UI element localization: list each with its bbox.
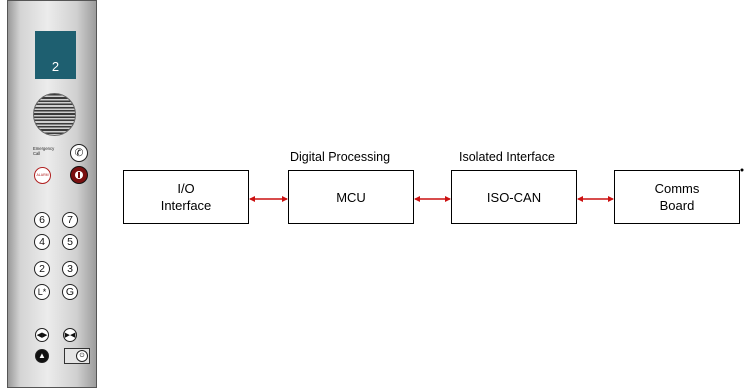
block-comms-board: Comms Board [614, 170, 740, 224]
door-close-icon: ▶◀ [64, 331, 76, 339]
floor-button-5[interactable]: 5 [62, 234, 78, 250]
emergency-call-label: Emergency Call [33, 146, 55, 156]
speaker-grille [33, 93, 76, 136]
floor-button-ground[interactable]: G [62, 284, 78, 300]
floor-button-4[interactable]: 4 [34, 234, 50, 250]
door-open-button[interactable]: ◀▶ [35, 328, 49, 342]
block-iso-can-label: ISO-CAN [486, 189, 542, 205]
emergency-call-button[interactable]: ✆ [70, 144, 88, 162]
block-mcu: MCU [288, 170, 414, 224]
floor-button-2[interactable]: 2 [34, 261, 50, 277]
alarm-button[interactable]: ALARM [34, 167, 51, 184]
floor-button-3[interactable]: 3 [62, 261, 78, 277]
block-io-interface: I/O Interface [123, 170, 249, 224]
floor-display: 2 [35, 31, 76, 79]
elevator-panel: 2 Emergency Call ✆ ALARM 6 7 4 5 2 3 L* … [7, 0, 97, 388]
floor-number: 2 [51, 59, 60, 74]
block-io-interface-label: I/O Interface [160, 181, 212, 213]
key-switch[interactable]: ⏻ [64, 348, 90, 364]
caption-iso-can: Isolated Interface [459, 150, 555, 164]
bell-button[interactable]: ▲ [35, 349, 49, 363]
bell-icon: ▲ [38, 351, 46, 360]
block-comms-board-label: Comms Board [654, 181, 700, 213]
door-open-icon: ◀▶ [36, 331, 48, 339]
phone-icon: ✆ [74, 146, 84, 159]
key-icon: ⏻ [76, 350, 88, 362]
stop-button[interactable] [70, 166, 88, 184]
floor-button-7[interactable]: 7 [62, 212, 78, 228]
block-mcu-label: MCU [336, 189, 366, 205]
floor-button-6[interactable]: 6 [34, 212, 50, 228]
caption-mcu: Digital Processing [290, 150, 391, 164]
alarm-label: ALARM [36, 172, 49, 177]
door-close-button[interactable]: ▶◀ [63, 328, 77, 342]
block-iso-can: ISO-CAN [451, 170, 577, 224]
floor-button-lobby[interactable]: L* [34, 284, 50, 300]
edge-dot [740, 168, 744, 172]
stop-icon [75, 171, 83, 179]
